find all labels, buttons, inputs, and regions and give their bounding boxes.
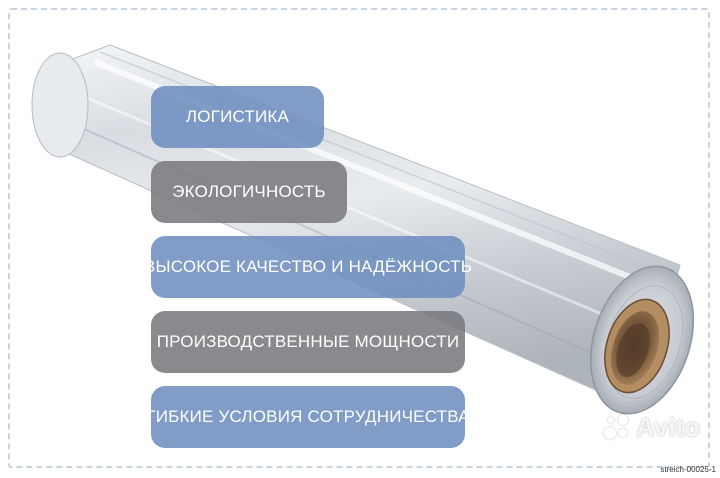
avito-watermark: Avito (602, 412, 700, 443)
avito-logo-icon (602, 413, 632, 443)
feature-logistics: ЛОГИСТИКА (151, 86, 324, 148)
feature-ecology: ЭКОЛОГИЧНОСТЬ (151, 161, 347, 223)
roll-left-end (31, 52, 89, 158)
cardboard-core (604, 298, 670, 394)
avito-watermark-text: Avito (635, 412, 700, 442)
product-code: streich-00025-1 (660, 465, 716, 474)
dashed-frame (8, 8, 710, 468)
feature-flexible-terms: ГИБКИЕ УСЛОВИЯ СОТРУДНИЧЕСТВА (146, 386, 470, 448)
feature-quality: ВЫСОКОЕ КАЧЕСТВО И НАДЁЖНОСТЬ (144, 236, 472, 298)
feature-production-capacity: ПРОИЗВОДСТВЕННЫЕ МОЩНОСТИ (151, 311, 465, 373)
